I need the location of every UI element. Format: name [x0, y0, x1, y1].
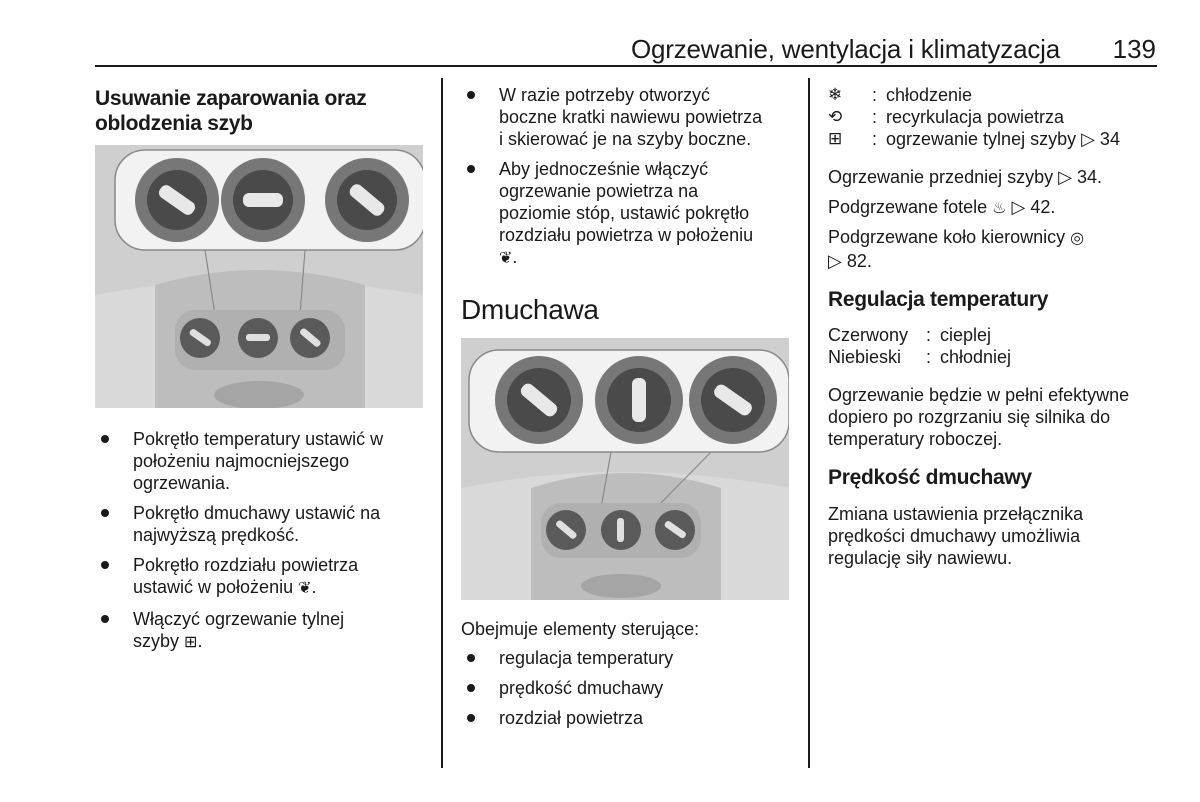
- rear-window-heating-icon: ⊞: [184, 634, 198, 651]
- list-item: Pokrętło rozdziału powietrza ustawić w p…: [95, 554, 425, 600]
- page-number: 139: [1112, 34, 1156, 64]
- bullet-dot: [467, 684, 475, 692]
- bullet-dot: [101, 435, 109, 443]
- list-item: Pokrętło dmuchawy ustawić na najwyższą p…: [95, 502, 425, 546]
- list-item: regulacja temperatury: [461, 647, 791, 669]
- bullet-dot: [101, 509, 109, 517]
- section-heading-blower: Dmuchawa: [461, 294, 599, 325]
- temp-row-red: Czerwony:cieplej: [828, 325, 992, 345]
- bullet-dot: [467, 654, 475, 662]
- bullet-dot: [101, 561, 109, 569]
- recirculation-icon: ⟲: [828, 107, 843, 126]
- running-header-title: Ogrzewanie, wentylacja i klimatyzacja: [631, 34, 1060, 64]
- section-heading-blower-speed: Prędkość dmuchawy: [828, 466, 1032, 489]
- footwell-icon: ❦: [499, 250, 513, 267]
- speed-note: Zmiana ustawienia przełącznika prędkości…: [828, 504, 1084, 568]
- list-item: Pokrętło temperatury ustawić w położeniu…: [95, 428, 425, 494]
- bullet-dot: [467, 165, 475, 173]
- heated-seat-icon: ♨: [992, 200, 1007, 217]
- blower-intro: Obejmuje elementy sterujące:: [461, 619, 700, 639]
- list-item: prędkość dmuchawy: [461, 677, 791, 699]
- bullet-dot: [101, 615, 109, 623]
- list-item: W razie potrzeby otworzyć boczne kratki …: [461, 84, 791, 150]
- windscreen-footwell-icon: ❦: [298, 580, 312, 597]
- col2-controls-list: regulacja temperatury prędkość dmuchawy …: [461, 647, 791, 737]
- control-panel-photo-1: [95, 145, 423, 408]
- section-heading-temperature: Regulacja temperatury: [828, 288, 1049, 311]
- list-item: Włączyć ogrzewanie tylnej szyby ⊞.: [95, 608, 425, 654]
- column-divider-1: [441, 78, 443, 768]
- temp-note: Ogrzewanie będzie w pełni efektywne dopi…: [828, 385, 1130, 449]
- temp-row-blue: Niebieski:chłodniej: [828, 347, 1012, 367]
- bullet-dot: [467, 714, 475, 722]
- list-item: rozdział powietrza: [461, 707, 791, 729]
- col1-bullet-list: Pokrętło temperatury ustawić w położeniu…: [95, 428, 425, 662]
- heated-steering-wheel-icon: ◎: [1070, 230, 1085, 247]
- col2-top-bullet-list: W razie potrzeby otworzyć boczne kratki …: [461, 84, 791, 278]
- ref-heated-seats: Podgrzewane fotele ♨ ▷ 42.: [828, 197, 1056, 217]
- header-rule: [95, 65, 1157, 67]
- snowflake-icon: ❄: [828, 85, 843, 104]
- rear-window-heating-icon: ⊞: [828, 129, 843, 148]
- ref-heated-steering: Podgrzewane koło kierownicy ◎ ▷ 82.: [828, 227, 1085, 271]
- ref-windscreen-heating: Ogrzewanie przedniej szyby ▷ 34.: [828, 167, 1102, 187]
- section-heading-defog: Usuwanie zaparowania oraz oblodzenia szy…: [95, 87, 367, 135]
- control-panel-photo-2: [461, 338, 789, 600]
- list-item: Aby jednocześnie włączyć ogrzewanie powi…: [461, 158, 791, 270]
- column-divider-2: [808, 78, 810, 768]
- bullet-dot: [467, 91, 475, 99]
